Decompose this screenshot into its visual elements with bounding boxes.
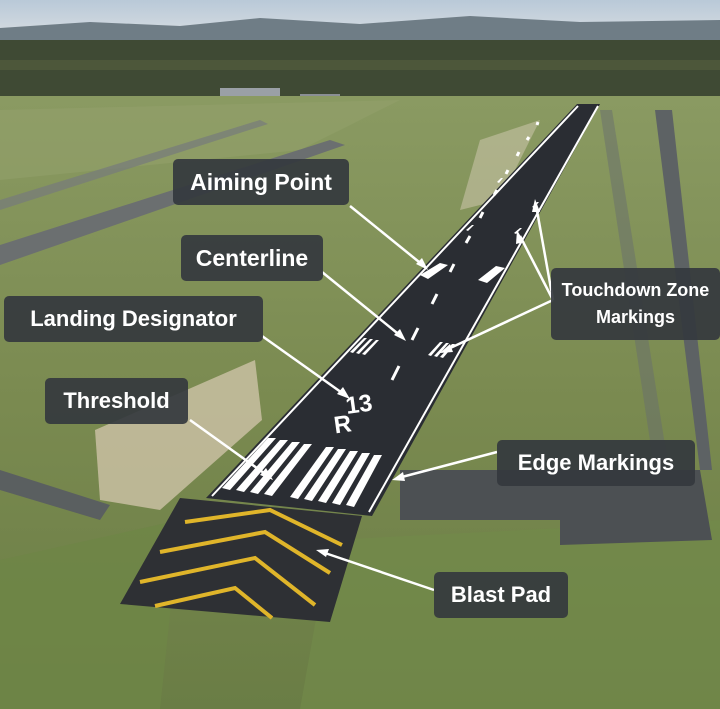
arrow-touchdown-1 <box>445 298 554 352</box>
apron <box>400 470 712 545</box>
centerline-dashes <box>390 121 540 381</box>
sand-area <box>95 360 262 510</box>
edge-marking-left <box>211 105 579 497</box>
edge-marking-right <box>368 105 599 513</box>
arrow-threshold <box>189 418 269 478</box>
arrow-centerline <box>321 271 403 338</box>
label-aiming-point: Aiming Point <box>173 159 349 205</box>
label-landing-designator: Landing Designator <box>4 296 263 342</box>
label-touchdown-zone-markings: Touchdown Zone Markings <box>551 268 720 340</box>
arrow-touchdown-2 <box>518 235 555 301</box>
aiming-point-blocks <box>420 263 505 283</box>
arrow-aiming-point <box>349 205 425 267</box>
label-touchdown-line1: Touchdown Zone <box>561 280 710 300</box>
runway-surface <box>206 104 600 516</box>
label-touchdown-line2: Markings <box>595 307 676 327</box>
runway-suffix: R <box>332 410 353 439</box>
blast-pad-chevrons <box>139 507 343 620</box>
arrow-blast-pad <box>321 550 435 592</box>
arrow-edge-markings <box>397 450 498 480</box>
label-threshold: Threshold <box>45 378 188 424</box>
annotation-arrows <box>189 199 555 592</box>
label-edge-markings: Edge Markings <box>497 440 695 486</box>
label-centerline: Centerline <box>181 235 323 281</box>
arrow-touchdown-3 <box>534 204 555 301</box>
threshold-bars <box>222 438 382 507</box>
label-blast-pad: Blast Pad <box>434 572 568 618</box>
runway-number: 13 <box>344 389 374 419</box>
arrow-landing-designator <box>261 334 346 397</box>
